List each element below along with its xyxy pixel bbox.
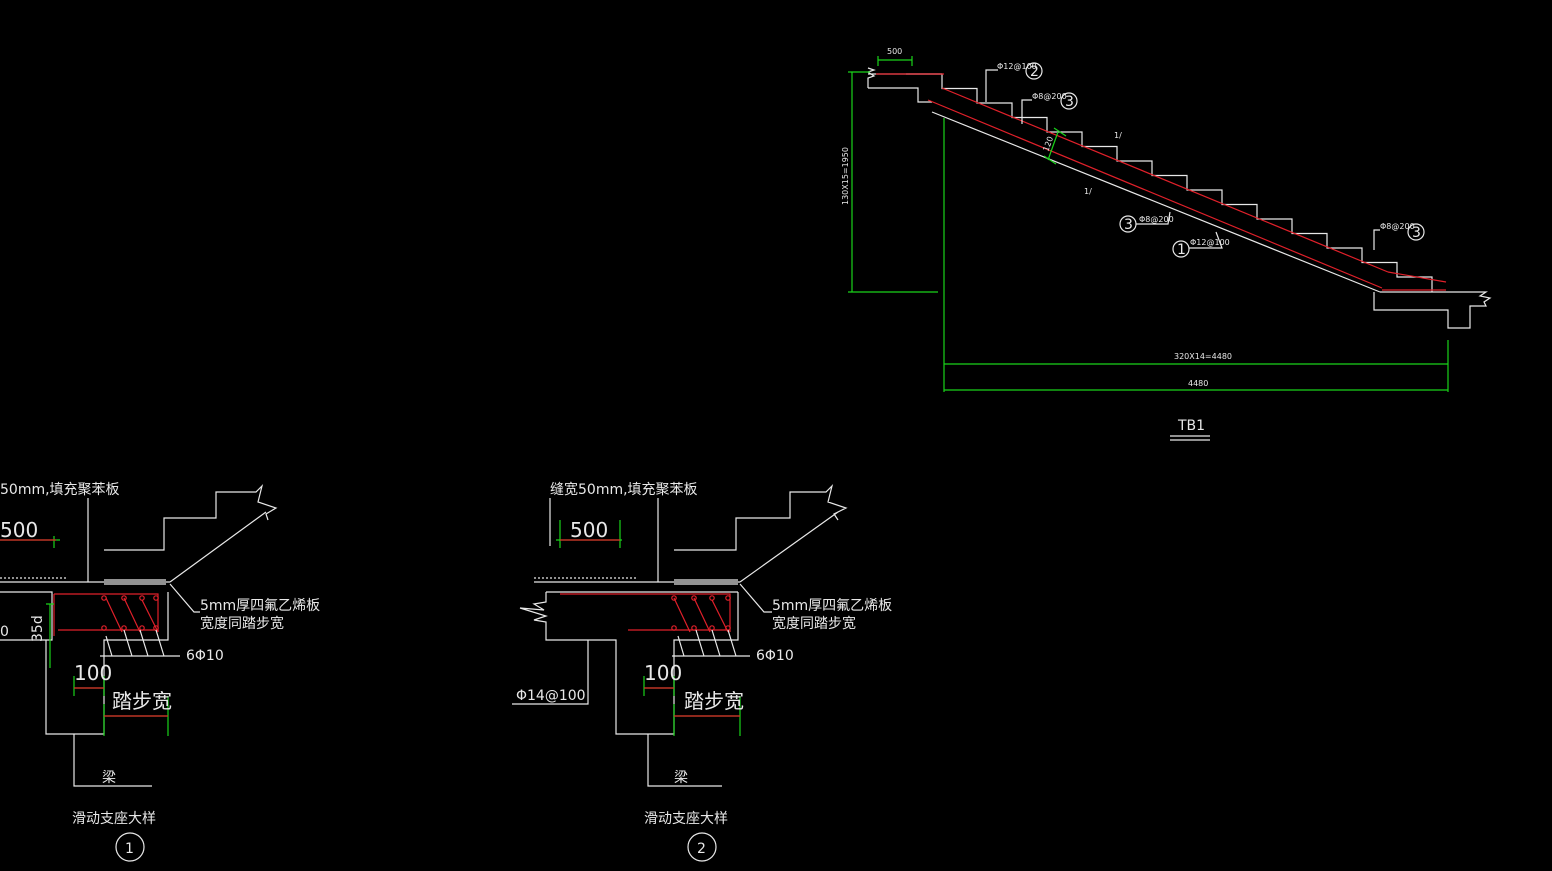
- tb1-leader-bottom: [1189, 231, 1223, 249]
- rebar-dot: [709, 595, 715, 601]
- d2-stirrup-lines: [672, 629, 750, 657]
- tb1-rebar-dist-lower: Φ8@200: [1139, 215, 1174, 224]
- rebar-dot: [139, 595, 145, 601]
- tb1-title: TB1: [1177, 418, 1205, 434]
- rebar-dot: [153, 595, 159, 601]
- tb1-mark-1-circle: [1172, 240, 1190, 258]
- d1-note-joint: 50mm,填充聚苯板: [0, 481, 120, 498]
- dim-slab-thickness: [1043, 127, 1067, 165]
- d2-note-joint: 缝宽50mm,填充聚苯板: [550, 481, 698, 498]
- detail-1: 50mm,填充聚苯板 500 0 35d 5mm厚四氟乙烯板 宽度同踏步宽 6Φ…: [0, 481, 320, 862]
- tb1-mark-3a-circle: [1060, 92, 1078, 110]
- d2-note-pvc-2: 宽度同踏步宽: [772, 615, 856, 632]
- detail-2: 缝宽50mm,填充聚苯板 500 5mm厚四氟乙烯板 宽度同踏步宽 6Φ10 Φ…: [512, 481, 892, 862]
- d2-beam-label: 梁: [674, 770, 688, 786]
- d2-dim-tread-line: [644, 687, 740, 717]
- d2-dim-100-label: 100: [644, 661, 682, 685]
- tb1-height-dim: 130X15=1950: [841, 147, 850, 205]
- d1-dim-vertical: [46, 603, 54, 668]
- rebar-dot: [101, 595, 107, 601]
- tb1-run-dim: 320X14=4480: [1174, 352, 1232, 361]
- d1-dim-tread-line: [74, 687, 168, 717]
- tb1-mark-3a: 3: [1065, 94, 1074, 110]
- d1-stirrup-lines: [100, 629, 180, 657]
- d1-number: 1: [125, 841, 134, 857]
- tb1-slab-thickness: 120: [1041, 135, 1055, 152]
- rebar-slope-end: [1387, 271, 1447, 283]
- d2-title: 滑动支座大样: [644, 810, 728, 827]
- d1-rebar-dots: [101, 595, 159, 631]
- tb1-slope-mark-1: 1/: [1114, 131, 1122, 140]
- rebar-dot: [725, 595, 731, 601]
- upper-landing-outline: [866, 67, 942, 103]
- tb1-mark-2: 2: [1030, 64, 1039, 80]
- tb1-top-dim: 500: [887, 47, 902, 56]
- d1-rebar-label: 6Φ10: [186, 648, 224, 664]
- d2-number-circle: [687, 832, 717, 862]
- rebar-dot: [139, 625, 145, 631]
- rebar-dot: [671, 625, 677, 631]
- d1-dim-35d: 35d: [30, 615, 46, 642]
- d1-pvc-leader: [169, 583, 200, 613]
- d1-dim-500-label: 500: [0, 518, 38, 542]
- rebar-dot: [101, 625, 107, 631]
- dim-height: [848, 71, 938, 293]
- tb1-mark-1: 1: [1177, 242, 1186, 258]
- tb1-rebar-bottom: Φ12@100: [1190, 238, 1230, 247]
- rebar-dot: [691, 595, 697, 601]
- tb1-total-dim: 4480: [1188, 379, 1208, 388]
- tb1-mark-2-circle: [1025, 62, 1043, 80]
- stair-tb1: 500 130X15=1950 320X14=4480 4480 120 Φ12…: [841, 47, 1492, 441]
- d1-title: 滑动支座大样: [72, 810, 156, 827]
- d2-rebar-label: 6Φ10: [756, 648, 794, 664]
- d1-dim-tread-label: 踏步宽: [112, 689, 172, 713]
- d1-number-circle: [115, 832, 145, 862]
- rebar-top: [941, 87, 1389, 273]
- d2-number: 2: [697, 841, 706, 857]
- d2-dim-tread-label: 踏步宽: [684, 689, 744, 713]
- rebar-dot: [691, 625, 697, 631]
- tb1-title-underline: [1170, 435, 1210, 441]
- lower-landing-outline: [1373, 291, 1492, 329]
- rebar-dot: [671, 595, 677, 601]
- tb1-mark-3c-circle: [1407, 223, 1425, 241]
- stair-step-outline: [906, 73, 1433, 292]
- tb1-slope-mark-2: 1/: [1084, 187, 1092, 196]
- tb1-leader-lower: [1136, 211, 1171, 225]
- d1-note-pvc-2: 宽度同踏步宽: [200, 615, 284, 632]
- d1-beam-label: 梁: [102, 770, 116, 786]
- d1-rebar: [53, 593, 159, 636]
- dim-run: [943, 118, 1449, 392]
- dim-top-500: [877, 56, 913, 66]
- d2-dim-500-label: 500: [570, 518, 608, 542]
- tb1-mark-3c: 3: [1412, 225, 1421, 241]
- tb1-rebar-dist-right: Φ8@200: [1380, 222, 1415, 231]
- d1-beam-outline: [0, 484, 278, 787]
- d2-rebar-left-label: Φ14@100: [516, 688, 586, 704]
- d1-note-pvc: 5mm厚四氟乙烯板: [200, 598, 320, 614]
- slab-underside: [931, 111, 1381, 293]
- rebar-bottom: [927, 99, 1383, 289]
- tb1-leader-upper: [985, 69, 1032, 124]
- tb1-rebar-top-upper: Φ12@100: [997, 62, 1037, 71]
- d2-rebar: [560, 593, 731, 633]
- d1-dim-100-label: 100: [74, 661, 112, 685]
- d2-note-pvc: 5mm厚四氟乙烯板: [772, 598, 892, 614]
- d2-pvc-leader: [739, 583, 772, 613]
- d1-dim-0: 0: [0, 624, 9, 640]
- d1-pvc-plate: [104, 579, 166, 585]
- tb1-mark-3b: 3: [1124, 217, 1133, 233]
- tb1-leader-right: [1373, 229, 1380, 250]
- rebar-dot: [121, 595, 127, 601]
- d2-pvc-plate: [674, 579, 738, 585]
- tb1-rebar-dist-upper: Φ8@200: [1032, 92, 1067, 101]
- d2-beam-outline: [512, 484, 848, 787]
